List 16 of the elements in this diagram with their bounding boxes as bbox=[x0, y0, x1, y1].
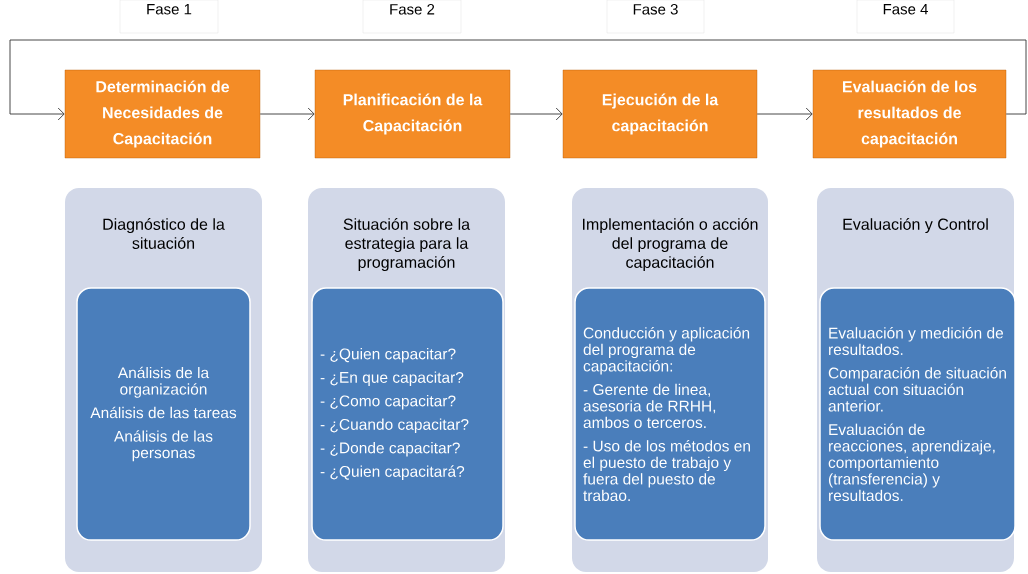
arrow bbox=[9, 39, 1027, 121]
phase-label: Fase 3 bbox=[606, 0, 705, 34]
arrow bbox=[259, 107, 315, 121]
phase-label: Fase 1 bbox=[119, 0, 219, 34]
phase-label: Fase 2 bbox=[362, 0, 462, 34]
activity-box: Análisis de la organización Análisis de las tareas Análisis de las personas bbox=[76, 287, 251, 541]
activity-box: - ¿Quien capacitar? - ¿En que capacitar? - ¿Como capacitar? - ¿Cuando capacitar? - ¿Donde capacitar? - ¿Quien capacitará? bbox=[311, 287, 504, 541]
arrow bbox=[509, 107, 563, 121]
activity-box: Conducción y aplicación del programa de capacitación: - Gerente de linea, asesoria de RRHH, ambos o terceros. - Uso de los métodos en el puesto de trabajo y fuera del puesto de trabao. bbox=[574, 287, 766, 541]
activity-box: Evaluación y medición de resultados. Comparación de situación actual con situación anterior. Evaluación de reacciones, aprendizaje, comportamiento (transferencia) y resultados. bbox=[819, 287, 1016, 541]
process-box: Ejecución de la capacitación bbox=[562, 69, 758, 159]
phase-label: Fase 4 bbox=[856, 0, 955, 34]
process-box: Planificación de la Capacitación bbox=[314, 69, 511, 159]
process-box: Evaluación de los resultados de capacitación bbox=[812, 69, 1007, 159]
arrow bbox=[756, 107, 813, 121]
process-box: Determinación de Necesidades de Capacitación bbox=[64, 69, 261, 159]
